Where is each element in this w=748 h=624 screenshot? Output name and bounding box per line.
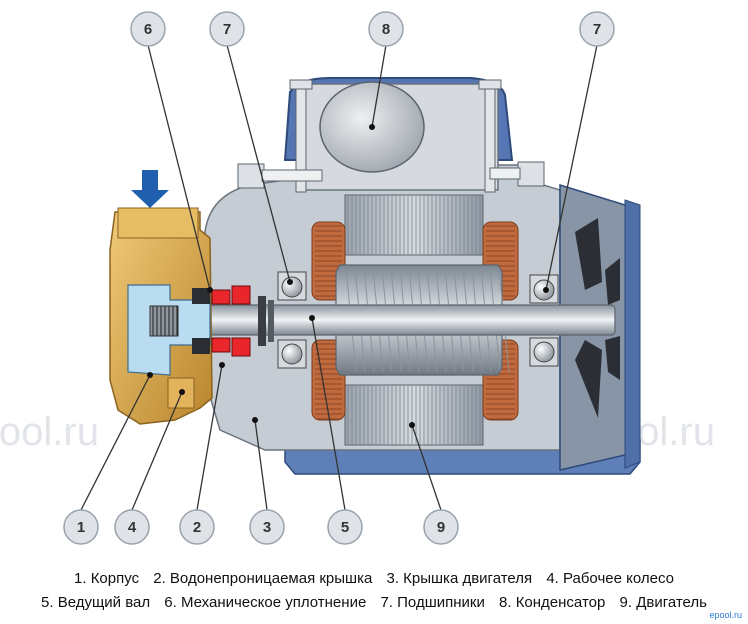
legend-item: 3. Крышка двигателя (386, 570, 533, 587)
legend-item: 9. Двигатель (619, 594, 707, 611)
impeller-gear (152, 306, 178, 336)
shaft-collars (258, 296, 274, 346)
callout-number: 9 (437, 519, 445, 536)
stator-bottom (344, 384, 484, 446)
callout-5: 5 (327, 509, 363, 545)
callout-1: 1 (63, 509, 99, 545)
pump-inlet (117, 207, 199, 239)
site-badge: epool.ru (709, 610, 742, 620)
callout-2: 2 (179, 509, 215, 545)
legend-item: 2. Водонепроницаемая крышка (153, 570, 373, 587)
callout-number: 7 (593, 21, 601, 38)
callout-8: 8 (368, 11, 404, 47)
bearing-rear (529, 274, 559, 367)
callout-number: 7 (223, 21, 231, 38)
stator-top (344, 194, 484, 256)
legend-line-1: 1. Корпус 2. Водонепроницаемая крышка 3.… (0, 570, 748, 587)
impeller-hub (149, 305, 179, 337)
callout-6: 6 (130, 11, 166, 47)
callout-3: 3 (249, 509, 285, 545)
callout-number: 1 (77, 519, 85, 536)
leader-lines (80, 44, 598, 511)
drive-shaft (149, 304, 616, 336)
callout-number: 6 (144, 21, 152, 38)
fan-cover-frame (624, 199, 641, 469)
legend-item: 5. Ведущий вал (41, 594, 151, 611)
callout-7-rear: 7 (579, 11, 615, 47)
legend-item: 7. Подшипники (380, 594, 485, 611)
callout-number: 8 (382, 21, 390, 38)
cooling-fan (575, 218, 620, 418)
watermark-text: ePool.ru (0, 410, 99, 454)
side-screws (237, 161, 545, 189)
leader-dots (147, 124, 549, 428)
legend-item: 1. Корпус (74, 570, 140, 587)
legend-item: 8. Конденсатор (499, 594, 606, 611)
callout-number: 3 (263, 519, 271, 536)
mechanical-seal (192, 285, 251, 357)
callout-number: 5 (341, 519, 349, 536)
top-screws (289, 79, 502, 193)
legend-item: 6. Механическое уплотнение (164, 594, 367, 611)
callout-4: 4 (114, 509, 150, 545)
callout-9: 9 (423, 509, 459, 545)
inlet-arrow (131, 170, 169, 208)
callout-number: 2 (193, 519, 201, 536)
callout-number: 4 (128, 519, 137, 536)
legend-item: 4. Рабочее колесо (546, 570, 674, 587)
bearing-front (277, 271, 307, 369)
legend-line-2: 5. Ведущий вал 6. Механическое уплотнени… (0, 594, 748, 611)
callout-7-front: 7 (209, 11, 245, 47)
